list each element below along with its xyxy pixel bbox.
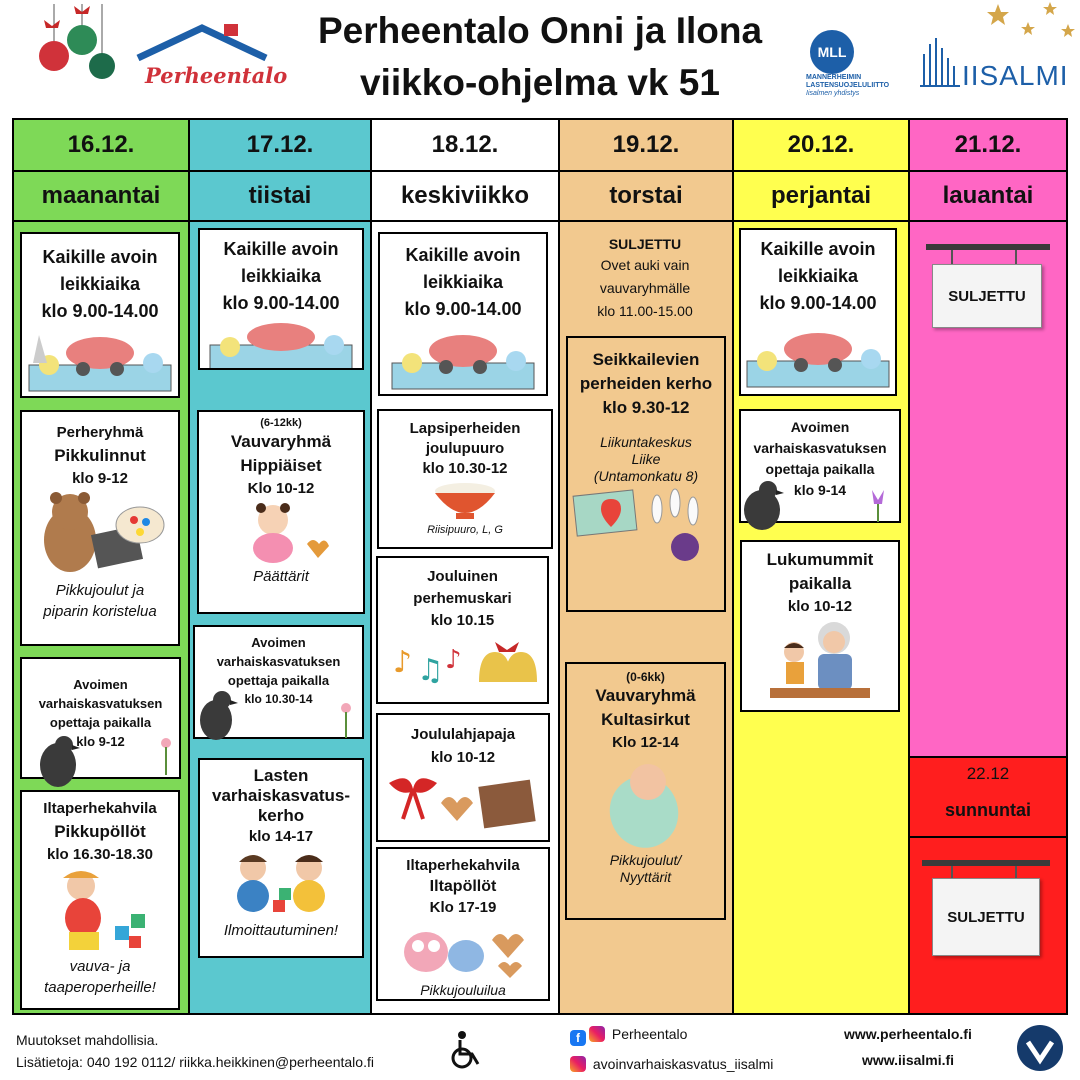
event-wednesday-joulupuuro: Lapsiperheiden joulupuuro klo 10.30-12 R…	[377, 409, 553, 549]
event-friday-teacher: Avoimen varhaiskasvatuksen opettaja paik…	[739, 409, 901, 523]
date-friday: 20.12.	[734, 118, 908, 170]
toys-box-icon	[28, 335, 172, 392]
date-sunday: 22.12	[966, 764, 1010, 783]
grandma-reading-icon	[770, 622, 870, 698]
day-friday: perjantai	[734, 170, 908, 222]
day-wednesday: keskiviikko	[372, 170, 558, 222]
social-facebook[interactable]: f Perheentalo	[570, 1026, 687, 1046]
footer-contact: Lisätietoja: 040 192 0112/ riikka.heikki…	[16, 1054, 374, 1070]
event-monday-playtime: Kaikille avoin leikkiaika klo 9.00-14.00	[20, 232, 180, 398]
toys-box-icon	[209, 323, 353, 368]
page-title: Perheentalo Onni ja Ilona	[317, 10, 763, 51]
svg-text:♫: ♫	[417, 653, 444, 688]
grid-bottom-border	[12, 1013, 1068, 1015]
event-monday-perheryhma: Perheryhmä Pikkulinnut klo 9-12 Pikkujou…	[20, 410, 180, 646]
facebook-icon: f	[570, 1030, 586, 1046]
christmas-ornaments-icon	[39, 4, 115, 79]
closed-sign-sunday: SULJETTU	[932, 878, 1040, 956]
baby-icon	[253, 503, 329, 563]
instagram-icon	[589, 1026, 605, 1042]
date-wednesday: 18.12.	[372, 118, 558, 170]
date-thursday: 19.12.	[560, 118, 732, 170]
event-tuesday-kerho: Lasten varhaiskasvatus- kerho klo 14-17 …	[198, 758, 364, 958]
footer-changes: Muutokset mahdollisia.	[16, 1032, 159, 1048]
column-saturday: 21.12. lauantai	[908, 118, 1066, 758]
toys-box-icon	[746, 333, 890, 388]
date-monday: 16.12.	[14, 118, 188, 170]
grid-right-border	[1066, 118, 1068, 1015]
date-tuesday: 17.12.	[190, 118, 370, 170]
teddy-paint-icon	[44, 492, 165, 572]
event-wednesday-muskari: Jouluinen perhemuskari klo 10.15 ♪ ♫ ♪	[376, 556, 549, 704]
crow-flower-icon	[200, 691, 351, 740]
mll-logo: MLL	[810, 30, 854, 74]
social-instagram[interactable]: avoinvarhaiskasvatus_iisalmi	[570, 1056, 773, 1072]
toys-box-icon	[391, 335, 535, 390]
wheelchair-icon	[451, 1031, 480, 1069]
day-sunday: sunnuntai	[945, 800, 1031, 820]
event-thursday-seikkailevat: Seikkailevien perheiden kerho klo 9.30-1…	[566, 336, 726, 612]
event-wednesday-lahjapaja: Joululahjapaja klo 10-12	[376, 713, 550, 842]
event-friday-playtime: Kaikille avoin leikkiaika klo 9.00-14.00	[739, 228, 897, 396]
event-wednesday-iltapollot: Iltaperhekahvila Iltapöllöt Klo 17-19 Pi…	[376, 847, 550, 1001]
day-thursday: torstai	[560, 170, 732, 222]
stars-icon	[987, 2, 1075, 37]
event-wednesday-playtime: Kaikille avoin leikkiaika klo 9.00-14.00	[378, 232, 548, 396]
date-saturday: 21.12.	[910, 118, 1066, 170]
mll-logo-text: MANNERHEIMIN LASTENSUOJELULIITTO Iisalme…	[806, 74, 890, 97]
event-friday-lukumummit: Lukumummit paikalla klo 10-12	[740, 540, 900, 712]
day-monday: maanantai	[14, 170, 188, 222]
crow-flower-icon	[40, 736, 171, 787]
owls-icon	[404, 932, 524, 978]
page-subtitle: viikko-ohjelma vk 51	[360, 62, 720, 103]
music-bells-icon: ♪ ♫ ♪	[393, 642, 537, 688]
instagram-icon	[570, 1056, 586, 1072]
svg-text:♪: ♪	[393, 645, 412, 680]
svg-text:♪: ♪	[445, 645, 462, 675]
event-tuesday-hippiaiset: (6-12kk) Vauvaryhmä Hippiäiset Klo 10-12…	[197, 410, 365, 614]
link-perheentalo[interactable]: www.perheentalo.fi	[844, 1026, 972, 1042]
event-thursday-closed: SULJETTU Ovet auki vain vauvaryhmälle kl…	[597, 236, 693, 319]
crow-flower-icon	[744, 481, 884, 530]
porridge-bowl-icon	[435, 483, 495, 519]
perheentalo-logo-text: Perheentalo	[145, 63, 288, 88]
gift-icon	[389, 778, 536, 829]
toddler-blocks-icon	[63, 871, 145, 950]
accessibility-badge-icon	[1017, 1025, 1063, 1071]
event-tuesday-playtime: Kaikille avoin leikkiaika klo 9.00-14.00	[198, 228, 364, 370]
iisalmi-emblem-icon	[920, 38, 960, 87]
day-tuesday: tiistai	[190, 170, 370, 222]
iisalmi-logo-text: IISALMI	[962, 60, 1069, 91]
link-iisalmi[interactable]: www.iisalmi.fi	[862, 1052, 955, 1068]
event-monday-iltaperhekahvila: Iltaperhekahvila Pikkupöllöt klo 16.30-1…	[20, 790, 180, 1010]
event-thursday-kultasirkut: (0-6kk) Vauvaryhmä Kultasirkut Klo 12-14…	[565, 662, 726, 920]
map-bowling-icon	[572, 488, 699, 561]
perheentalo-logo-icon	[136, 24, 268, 62]
day-saturday: lauantai	[910, 170, 1066, 222]
closed-sign-saturday: SULJETTU	[932, 264, 1042, 328]
kids-playing-icon	[237, 855, 325, 912]
swaddled-baby-icon	[609, 764, 678, 848]
